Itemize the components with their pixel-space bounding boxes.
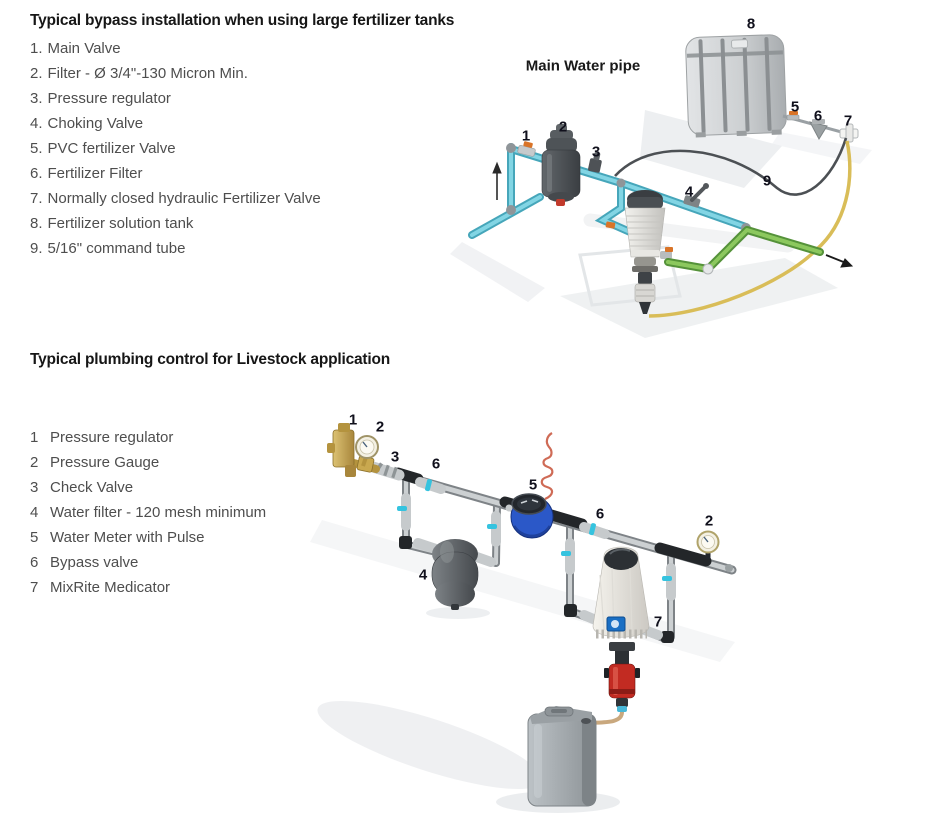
bypass-valve-a <box>415 477 446 494</box>
pipe-elbow-fitting <box>702 263 714 275</box>
legend-item: 9.5/16" command tube <box>30 240 186 257</box>
legend-item: 1.Main Valve <box>30 40 121 57</box>
callout-fertilizer-filter: 6 <box>813 107 823 125</box>
hydraulic-fertilizer-valve <box>839 123 859 143</box>
pump-outlet-valve <box>665 247 673 252</box>
callout-filter: 2 <box>558 118 568 136</box>
pump-branch-valve-right <box>662 563 676 601</box>
callout-fertilizer-tank: 8 <box>746 15 756 33</box>
legend-item: 2.Filter - Ø 3/4"-130 Micron Min. <box>30 65 248 82</box>
callout-hydraulic-valve: 7 <box>843 112 853 130</box>
filter-branch-valve-right <box>487 511 501 547</box>
bypass-installation-diagram <box>450 34 872 338</box>
elbow-fitting <box>564 604 577 617</box>
filter-drain-valve <box>556 199 565 206</box>
choking-valve <box>683 183 709 208</box>
callout-pressure-gauge-left: 2 <box>375 418 385 436</box>
pvc-fertilizer-valve <box>786 111 800 121</box>
solution-tank <box>527 706 597 807</box>
callout-check-valve: 3 <box>390 448 400 466</box>
flow-direction-out-arrow <box>825 254 854 268</box>
main-filter <box>541 124 581 206</box>
callout-water-meter: 5 <box>528 476 538 494</box>
legend-item: 8.Fertilizer solution tank <box>30 215 194 232</box>
outlet-pipe <box>664 226 824 275</box>
callout-pressure-regulator-2: 1 <box>348 411 358 429</box>
livestock-plumbing-diagram <box>310 423 737 813</box>
injector-pump <box>605 190 673 314</box>
callout-pressure-gauge-right: 2 <box>704 512 714 530</box>
callout-bypass-valve-a: 6 <box>431 455 441 473</box>
pipe-tee-fitting <box>506 205 516 215</box>
bypass-valve-b <box>579 522 610 539</box>
pump-outlet-coupling <box>660 251 672 259</box>
pipe-end-cap <box>725 564 733 572</box>
command-tube <box>614 137 848 196</box>
pipe-elbow-fitting <box>506 143 516 153</box>
legend-item: 5.PVC fertilizer Valve <box>30 140 176 157</box>
pulse-output-wire <box>540 432 554 501</box>
callout-choking-valve: 4 <box>684 183 694 201</box>
mixrite-medicator <box>592 546 650 712</box>
legend-item: 3.Pressure regulator <box>30 90 171 107</box>
main-water-pipe <box>468 143 751 239</box>
callout-pvc-fertilizer-valve: 5 <box>790 98 800 116</box>
top-legend: 1.Main Valve 2.Filter - Ø 3/4"-130 Micro… <box>30 36 321 261</box>
fertilizer-filter <box>809 119 828 141</box>
tank-outlet-line <box>782 111 859 143</box>
fertilizer-solution-tank <box>685 34 787 138</box>
water-meter <box>505 493 554 539</box>
background-pipe <box>583 213 795 253</box>
pressure-gauge-left <box>355 435 379 467</box>
pressure-regulator <box>588 152 602 173</box>
legend-item: 6.Fertilizer Filter <box>30 165 143 182</box>
legend-item: 4.Choking Valve <box>30 115 144 132</box>
flow-direction-up-arrow <box>492 161 502 200</box>
callout-mixrite-medicator: 7 <box>653 613 663 631</box>
elbow-fitting <box>661 631 674 643</box>
pressure-gauge-right <box>696 530 720 559</box>
pipe-tee-fitting <box>616 178 626 188</box>
elbow-fitting <box>399 536 412 549</box>
top-section-title: Typical bypass installation when using l… <box>30 12 455 29</box>
legend-item: 7.Normally closed hydraulic Fertilizer V… <box>30 190 321 207</box>
main-valve <box>517 141 536 157</box>
callout-bypass-valve-b: 6 <box>595 505 605 523</box>
water-filter <box>431 539 479 610</box>
callout-water-filter: 4 <box>418 566 428 584</box>
filter-branch-valve-left <box>397 493 411 531</box>
callout-main-valve: 1 <box>521 127 531 145</box>
callout-pressure-regulator: 3 <box>591 143 601 161</box>
pump-branch-valve-left <box>561 538 575 575</box>
callout-command-tube: 9 <box>762 172 772 190</box>
pump-inlet-valve <box>605 221 616 229</box>
main-water-pipe-label: Main Water pipe <box>525 57 641 75</box>
bottom-section-title: Typical plumbing control for Livestock a… <box>30 351 391 368</box>
